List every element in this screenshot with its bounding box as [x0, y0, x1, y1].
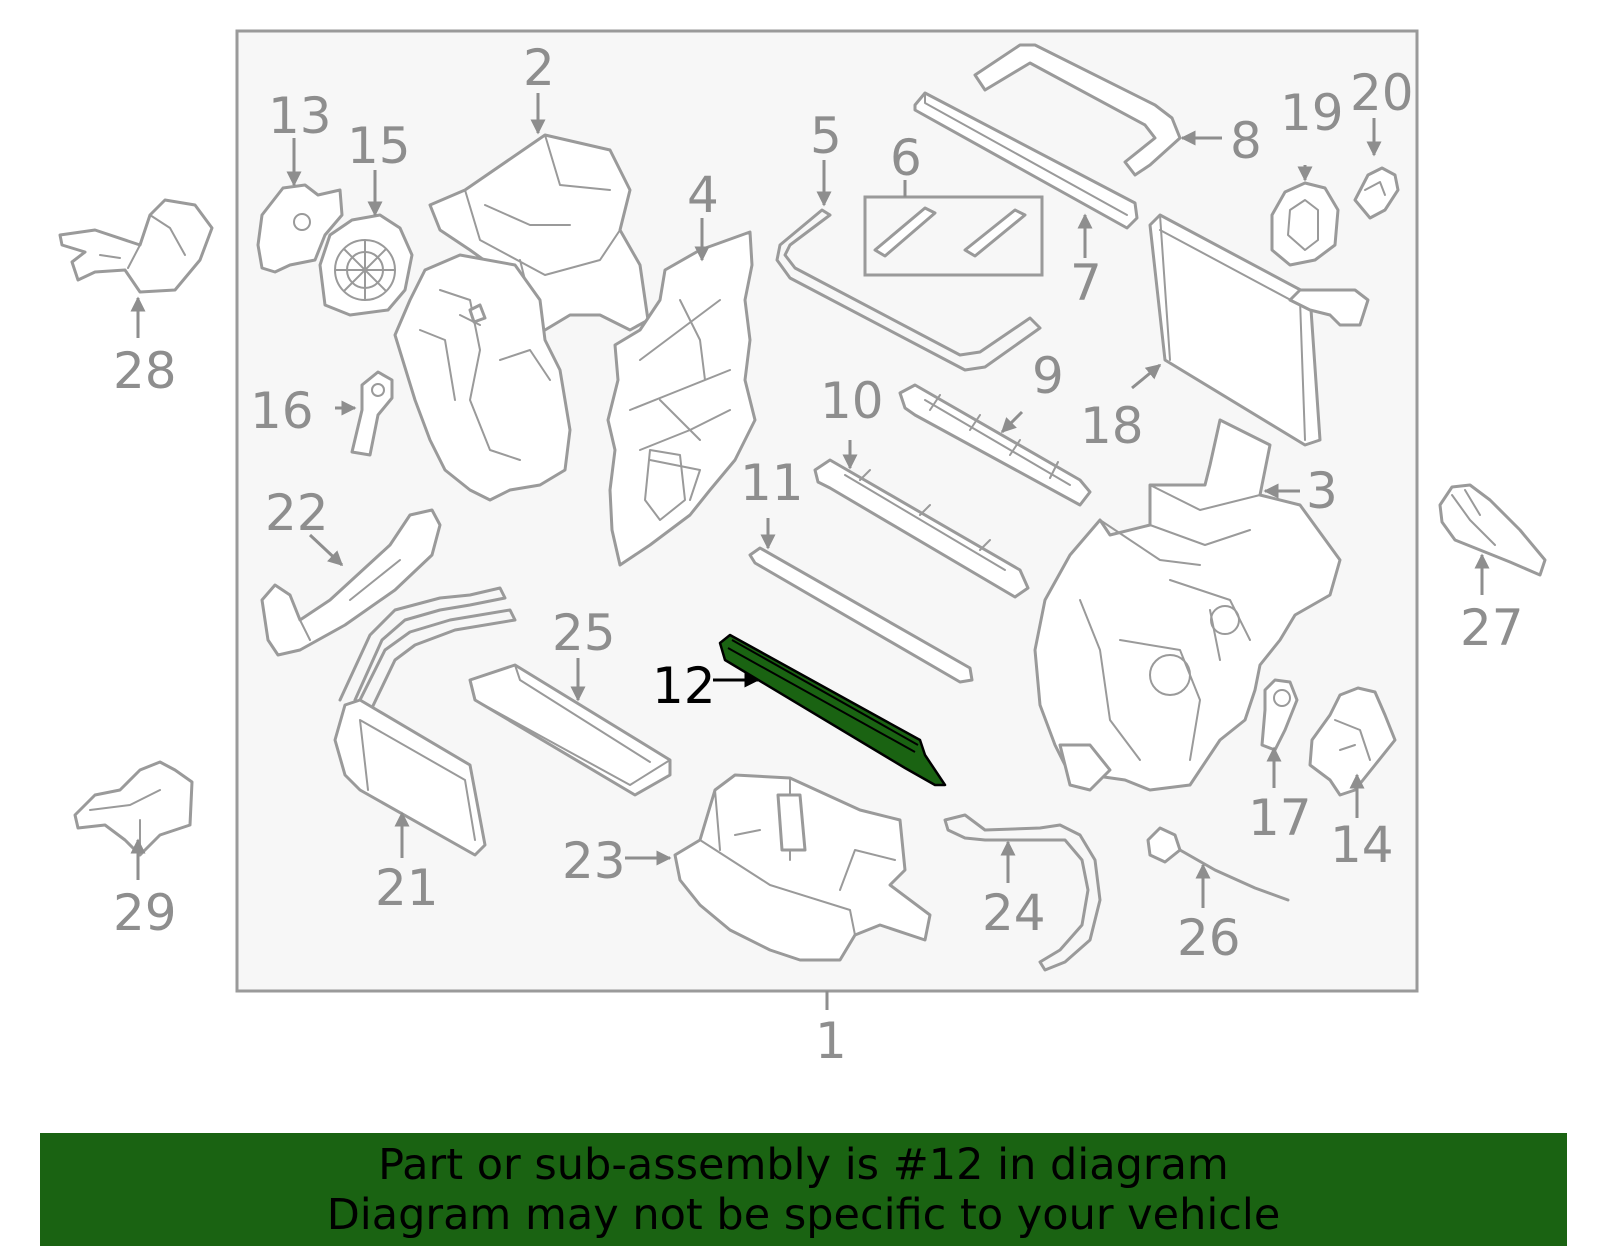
label-12: 12: [652, 657, 716, 715]
label-26: 26: [1177, 909, 1241, 967]
label-9: 9: [1032, 347, 1064, 405]
part-19: [1270, 181, 1340, 267]
part-24: [943, 813, 1102, 972]
part-26: [1146, 826, 1290, 902]
part-9: [898, 383, 1092, 507]
part-10: [813, 458, 1030, 599]
label-8: 8: [1230, 112, 1262, 170]
part-13: [256, 183, 344, 274]
label-11: 11: [740, 454, 804, 512]
label-25: 25: [552, 604, 616, 662]
label-21: 21: [375, 859, 439, 917]
label-28: 28: [113, 342, 177, 400]
label-5: 5: [810, 107, 842, 165]
part-16: [350, 370, 394, 457]
label-13: 13: [268, 87, 332, 145]
label-18: 18: [1080, 397, 1144, 455]
label-16: 16: [250, 382, 314, 440]
part-5: [775, 208, 1042, 372]
label-17: 17: [1248, 789, 1312, 847]
label-2: 2: [523, 39, 555, 97]
part-4: [606, 230, 757, 567]
part-3: [1033, 418, 1342, 792]
part-info-banner: Part or sub-assembly is #12 in diagram D…: [40, 1133, 1567, 1246]
label-23: 23: [562, 832, 626, 890]
part-21: [333, 586, 517, 857]
part-11: [748, 546, 974, 684]
part-23: [673, 773, 932, 962]
label-24: 24: [982, 884, 1046, 942]
part-15: [318, 213, 414, 317]
label-6: 6: [890, 129, 922, 187]
part-14: [1308, 686, 1397, 797]
label-10: 10: [820, 372, 884, 430]
callout-labels: 1 2 3 4 5 6 7 8 9 10 11 12 13 14 15 16 1…: [113, 39, 1524, 1070]
part-2: [393, 133, 650, 502]
label-15: 15: [347, 117, 411, 175]
label-7: 7: [1070, 254, 1102, 312]
part-17: [1260, 678, 1299, 752]
part-28: [58, 198, 214, 294]
label-29: 29: [113, 884, 177, 942]
label-27: 27: [1460, 599, 1524, 657]
part-22: [260, 508, 442, 657]
part-20: [1353, 166, 1400, 220]
label-4: 4: [687, 166, 719, 224]
label-1: 1: [815, 1012, 847, 1070]
part-18: [1148, 213, 1370, 447]
part-29: [73, 760, 194, 857]
part-7: [913, 91, 1139, 230]
part-8: [973, 43, 1182, 177]
label-22: 22: [265, 484, 329, 542]
part-27: [1438, 483, 1547, 577]
part-6: [863, 195, 1044, 277]
hvac-exploded-diagram: 1 2 3 4 5 6 7 8 9 10 11 12 13 14 15 16 1…: [58, 29, 1547, 1070]
label-19: 19: [1280, 84, 1344, 142]
callout-arrows: [130, 93, 1490, 908]
banner-line-1: Part or sub-assembly is #12 in diagram: [378, 1139, 1229, 1190]
part-12-highlighted: [718, 633, 947, 787]
label-3: 3: [1306, 462, 1338, 520]
part-25: [468, 663, 672, 797]
banner-line-2: Diagram may not be specific to your vehi…: [326, 1189, 1281, 1240]
label-14: 14: [1330, 816, 1394, 874]
label-20: 20: [1350, 64, 1414, 122]
